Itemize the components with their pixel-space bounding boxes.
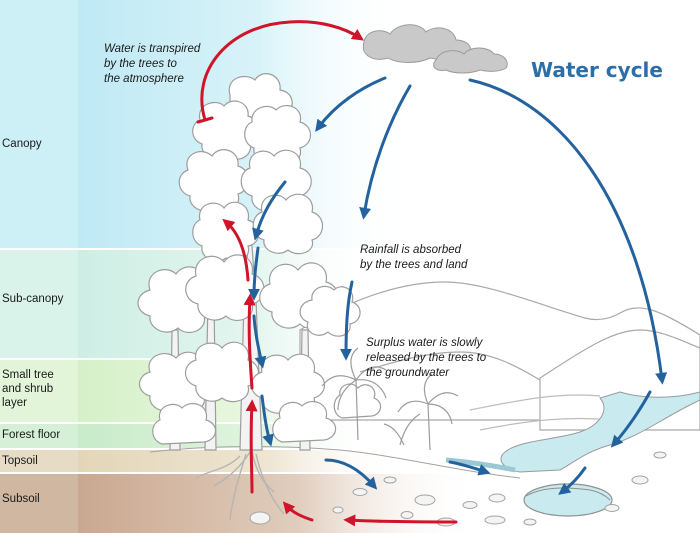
layer-label-canopy: Canopy	[2, 138, 42, 150]
diagram-title: Water cycle	[531, 58, 663, 82]
annotation-surplus: Surplus water is slowly released by the …	[366, 337, 487, 379]
cloud-icon	[362, 24, 508, 74]
layer-label-topsoil: Topsoil	[2, 455, 38, 467]
rainfall-arrows	[248, 76, 668, 495]
river-icon	[445, 391, 700, 517]
transpiration-arrows	[196, 20, 458, 527]
annotation-rainfall: Rainfall is absorbed by the trees and la…	[360, 244, 468, 271]
annotation-transpired: Water is transpired by the trees to the …	[104, 43, 201, 85]
layer-label-forest-floor: Forest floor	[2, 429, 61, 441]
layer-label-subsoil: Subsoil	[2, 493, 40, 505]
layer-label-small-tree-shrub: Small tree and shrub layer	[2, 369, 54, 409]
layer-label-sub-canopy: Sub-canopy	[2, 293, 64, 305]
